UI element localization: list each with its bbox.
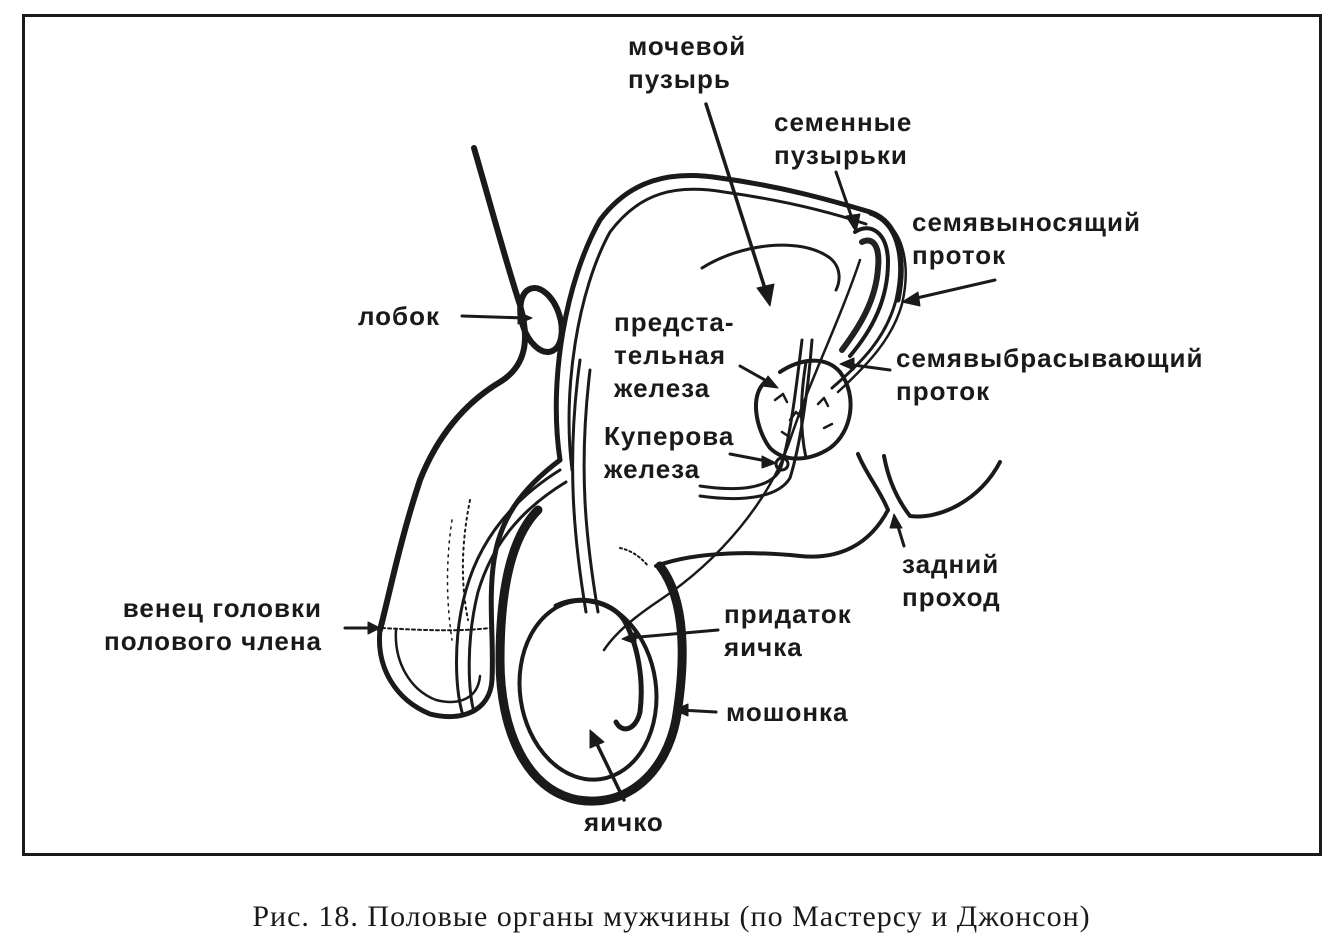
bladder-cavity — [700, 243, 841, 292]
epididymis-arrowhead — [621, 631, 637, 645]
anus-arrowhead — [889, 513, 903, 529]
bladder-inner-line-2 — [571, 358, 588, 614]
ejaculatory-arrowhead — [839, 357, 855, 371]
label-testis: яичко — [584, 807, 664, 837]
pubis-arrowhead — [517, 311, 533, 325]
label-vas-deferens: семявыносящий проток — [912, 207, 1141, 270]
diagram-frame — [22, 14, 1322, 856]
label-epididymis: придаток яичка — [724, 599, 852, 662]
testis-arrowhead — [589, 729, 605, 749]
corona-line — [381, 627, 491, 632]
prostate-outline — [754, 358, 853, 461]
scrotum-outline — [495, 505, 687, 806]
seminal-vesicle-arrowhead — [845, 213, 861, 233]
vas-deferens-arrow-line — [906, 278, 997, 302]
corona-arrowhead — [367, 621, 381, 635]
label-seminal-vesicles: семенные пузырьки — [774, 107, 913, 170]
bladder-arrow-line — [704, 102, 770, 300]
label-scrotum: мошонка — [726, 697, 849, 727]
pubis-arrow-line — [460, 314, 528, 320]
spermatic-duct — [602, 258, 862, 652]
urethra-penile-2 — [467, 480, 568, 714]
prostate-lobules — [773, 392, 834, 438]
urethra-penile — [455, 468, 562, 714]
cowper-arrowhead — [761, 455, 777, 469]
prostate-arrowhead — [761, 375, 779, 389]
scrotum-shading — [619, 547, 649, 567]
penis-inner-contour — [394, 628, 482, 704]
seminal-vesicle-tube — [848, 226, 890, 358]
vas-deferens-arrowhead — [901, 291, 921, 307]
bladder-inner-outline — [567, 187, 868, 472]
penis-outline — [376, 457, 563, 720]
seminal-vesicle-tube-2 — [839, 237, 882, 353]
label-prostate: предста- тельная железа — [614, 307, 735, 403]
figure-caption: Рис. 18. Половые органы мужчины (по Маст… — [252, 900, 1091, 933]
penis-shading — [461, 499, 471, 621]
abdominal-wall-outline — [377, 145, 529, 633]
label-pubis: лобок — [358, 301, 441, 331]
anal-canal-1 — [856, 452, 890, 512]
label-ejaculatory-duct: семявыбрасывающий проток — [896, 343, 1204, 406]
cowper-gland — [774, 456, 790, 472]
prostate-divider — [800, 360, 808, 460]
urethra-prostatic-2 — [698, 338, 814, 501]
label-bladder: мочевой пузырь — [628, 31, 747, 94]
pubic-bone — [517, 285, 565, 355]
scrotum-arrowhead — [673, 703, 689, 717]
epididymis-arrow-line — [626, 628, 720, 640]
label-corona: венец головки полового члена — [104, 593, 323, 656]
label-cowper-gland: Куперова железа — [604, 421, 735, 484]
bladder-arrowhead — [756, 283, 775, 307]
epididymis — [553, 597, 644, 732]
perineum-line — [654, 508, 890, 568]
vas-deferens-strand-2 — [836, 216, 907, 394]
testis-arrow-line — [592, 736, 626, 802]
bladder-inner-line-3 — [582, 368, 600, 614]
penis-shading-2 — [446, 519, 453, 641]
label-anus: задний проход — [902, 549, 1001, 612]
testis — [517, 598, 659, 782]
anal-canal-2 — [882, 454, 1002, 519]
